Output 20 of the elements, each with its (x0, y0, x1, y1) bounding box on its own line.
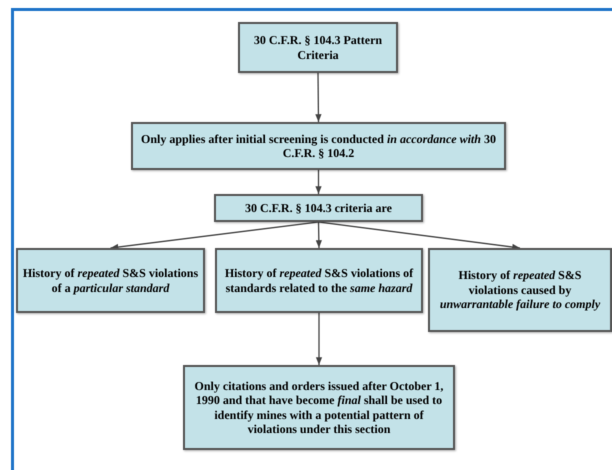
process-box (183, 365, 455, 450)
process-box (16, 248, 205, 313)
process-box (215, 248, 423, 313)
process-box (131, 122, 506, 170)
box-text: History of repeated S&S violations caused by unwarrantable failure to comply (438, 268, 602, 312)
arrow (315, 73, 322, 122)
arrow (315, 170, 322, 194)
box-text: History of repeated S&S violations of standards related to the same hazard (224, 266, 414, 295)
process-box (428, 248, 612, 332)
process-box (214, 194, 423, 222)
arrow (316, 222, 322, 248)
process-box (238, 22, 398, 73)
arrow (316, 313, 322, 365)
box-text: 30 C.F.R. § 104.3 Pattern Criteria (252, 33, 384, 62)
box-text: 30 C.F.R. § 104.3 criteria are (245, 200, 392, 216)
arrow (318, 221, 520, 250)
arrow (110, 221, 319, 250)
box-text: History of repeated S&S violations of a particular standard (22, 266, 199, 295)
box-text: Only applies after initial screening is conducted in accordance with 30 C.F.R. § 104.2 (140, 132, 497, 160)
box-text: Only citations and orders issued after October 1, 1990 and that have become final shall be used to identify mines with a potential pattern of violations under this section (194, 378, 444, 436)
